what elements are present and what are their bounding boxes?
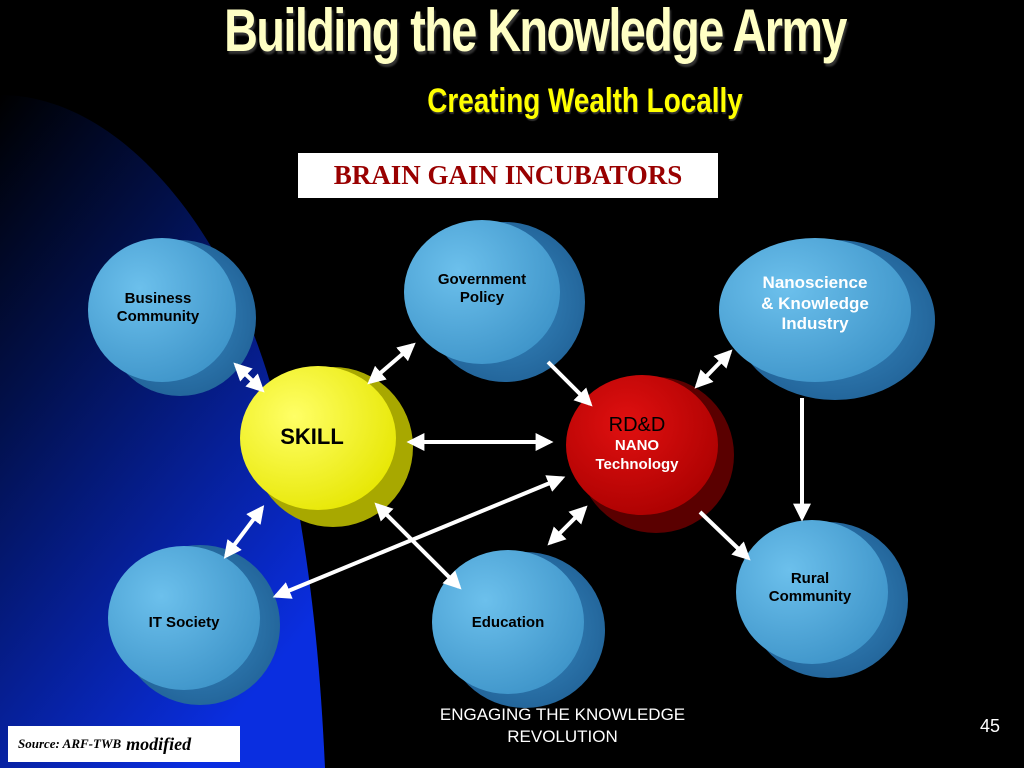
arrow-rdd-rural xyxy=(698,510,751,561)
business-line1: Business xyxy=(124,290,192,307)
government-line1: Government xyxy=(437,271,527,288)
footer-line2: REVOLUTION xyxy=(507,727,618,747)
rural-line2: Community xyxy=(768,588,852,606)
page-number: 45 xyxy=(979,716,1000,736)
node-rdd xyxy=(566,375,734,533)
rdd-label: RD&D NANO Technology xyxy=(572,413,702,474)
business-community-label: Business Community xyxy=(98,290,218,327)
nano-line2: & Knowledge xyxy=(761,293,869,313)
business-line2: Community xyxy=(116,308,200,326)
brain-gain-label: BRAIN GAIN INCUBATORS xyxy=(298,153,718,198)
node-government-policy xyxy=(404,220,585,382)
rdd-line3: Technology xyxy=(595,455,679,473)
arrow-skill-it xyxy=(223,505,265,559)
node-business-community xyxy=(88,238,256,396)
footer-text: ENGAGING THE KNOWLEDGE REVOLUTION xyxy=(395,704,730,748)
nano-line3: Industry xyxy=(781,314,849,334)
node-it-society xyxy=(108,545,280,705)
skill-label: SKILL xyxy=(252,424,372,451)
rural-line1: Rural xyxy=(790,570,830,587)
nanoscience-industry-label: Nanoscience & Knowledge Industry xyxy=(735,273,895,335)
source-note: Source: ARF-TWB modified xyxy=(8,726,240,762)
node-nanoscience-industry xyxy=(719,238,935,400)
rural-community-label: Rural Community xyxy=(750,570,870,607)
arrow-nano-rdd xyxy=(694,349,733,389)
government-policy-label: Government Policy xyxy=(420,271,544,308)
skill-text: SKILL xyxy=(280,424,344,449)
arrow-rdd-education xyxy=(547,505,588,546)
nano-line1: Nanoscience xyxy=(762,273,868,292)
arrow-business-skill xyxy=(233,362,265,393)
rdd-line2: NANO xyxy=(614,437,660,455)
node-rural-community xyxy=(736,520,908,678)
arrow-skill-education xyxy=(374,502,462,590)
rdd-line1: RD&D xyxy=(608,414,666,436)
government-line2: Policy xyxy=(459,289,505,307)
arrow-rdd-it xyxy=(272,475,566,599)
source-prefix: Source: ARF-TWB xyxy=(18,736,122,751)
footer-line1: ENGAGING THE KNOWLEDGE xyxy=(439,705,686,724)
education-label: Education xyxy=(448,614,568,632)
education-text: Education xyxy=(471,614,545,631)
it-society-label: IT Society xyxy=(124,614,244,632)
slide-title: Building the Knowledge Army xyxy=(224,0,847,64)
source-suffix: modified xyxy=(126,733,192,754)
arrow-government-skill xyxy=(367,342,416,385)
it-society-text: IT Society xyxy=(148,614,220,631)
arrow-government-rdd xyxy=(546,360,593,407)
slide-subtitle: Creating Wealth Locally xyxy=(427,82,743,120)
